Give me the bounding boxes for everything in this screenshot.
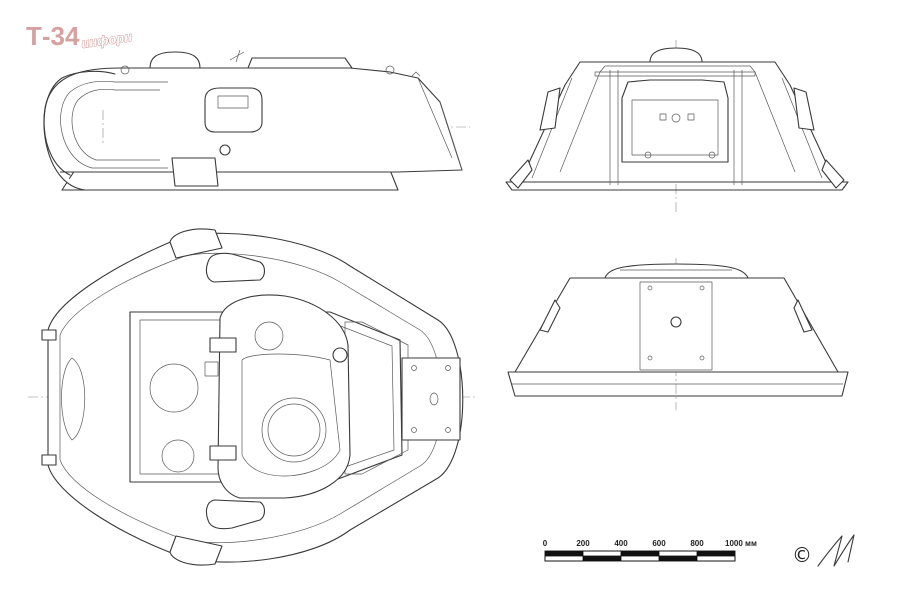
scale-tick-400: 400 xyxy=(614,539,628,548)
scale-tick-200: 200 xyxy=(576,539,590,548)
turret-rear-view xyxy=(507,258,849,410)
turret-front-view xyxy=(505,40,849,215)
turret-side-view xyxy=(43,49,470,191)
scale-bar-segments xyxy=(544,550,736,562)
turret-top-view xyxy=(28,228,478,566)
scale-bar: 0 200 400 600 800 1000 мм xyxy=(543,539,757,562)
scale-tick-1000: 1000 мм xyxy=(725,539,757,548)
scale-tick-600: 600 xyxy=(652,539,666,548)
logo-sub-text: инфорн xyxy=(80,29,133,51)
site-logo: Т-34 инфорн xyxy=(26,21,134,51)
scale-tick-0: 0 xyxy=(543,539,548,548)
scale-tick-800: 800 xyxy=(690,539,704,548)
copyright-symbol: © xyxy=(792,543,812,567)
logo-main-text: Т-34 xyxy=(26,21,80,51)
author-signature xyxy=(817,534,855,567)
